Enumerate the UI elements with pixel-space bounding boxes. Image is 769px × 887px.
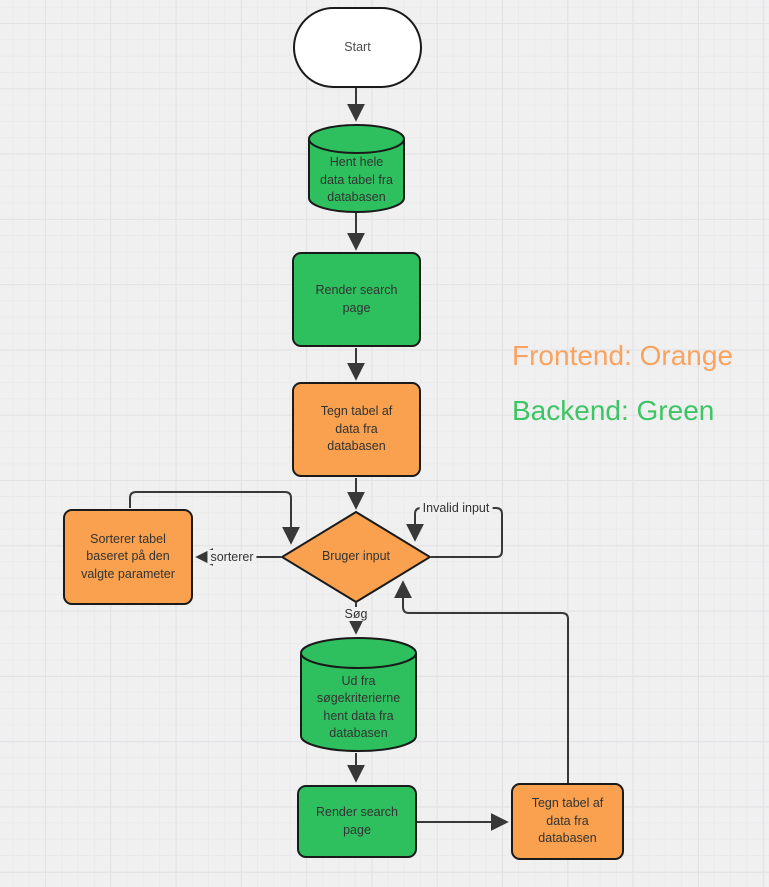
node-render-search-page-1[interactable]: Render search page bbox=[292, 252, 421, 347]
edge-label-soeg[interactable]: Søg bbox=[341, 607, 371, 621]
node-draw-table-2[interactable]: Tegn tabel af data fra databasen bbox=[511, 783, 624, 860]
node-db-fetch-all[interactable]: Hent hele data tabel fra databasen bbox=[308, 124, 405, 213]
node-sort-table-label: Sorterer tabel baseret på den valgte par… bbox=[81, 531, 175, 581]
edge-draw2-to-decision-loop[interactable] bbox=[394, 580, 569, 783]
database-cylinder-icon bbox=[300, 637, 417, 752]
decision-diamond-icon bbox=[281, 511, 431, 603]
edge-label-sorterer[interactable]: sorterer bbox=[207, 550, 257, 564]
node-db-fetch-search-label: Ud fra søgekriterierne hent data fra dat… bbox=[316, 673, 401, 741]
node-decision-bruger-input[interactable]: Bruger input bbox=[281, 511, 431, 603]
node-start[interactable]: Start bbox=[293, 7, 422, 88]
edge-sort-to-decision-loop[interactable] bbox=[129, 491, 300, 545]
node-decision-label: Bruger input bbox=[321, 549, 391, 564]
edge-label-invalid-input[interactable]: Invalid input bbox=[419, 501, 493, 515]
legend-frontend-text[interactable]: Frontend: Orange bbox=[512, 340, 734, 371]
node-draw-table-2-label: Tegn tabel af data fra databasen bbox=[531, 796, 604, 846]
node-draw-table-1-label: Tegn tabel af data fra databasen bbox=[320, 404, 393, 454]
node-start-label: Start bbox=[344, 39, 371, 54]
database-cylinder-icon bbox=[308, 124, 405, 213]
node-sort-table[interactable]: Sorterer tabel baseret på den valgte par… bbox=[63, 509, 193, 605]
node-render-search-page-1-label: Render search page bbox=[315, 283, 398, 315]
legend-backend-text[interactable]: Backend: Green bbox=[512, 395, 715, 426]
node-db-fetch-search[interactable]: Ud fra søgekriterierne hent data fra dat… bbox=[300, 637, 417, 752]
node-render-search-page-2-label: Render search page bbox=[316, 805, 398, 837]
node-db-fetch-all-label: Hent hele data tabel fra databasen bbox=[320, 155, 393, 205]
node-render-search-page-2[interactable]: Render search page bbox=[297, 785, 417, 858]
edge-decision-invalid-loop[interactable] bbox=[406, 507, 503, 558]
node-draw-table-1[interactable]: Tegn tabel af data fra databasen bbox=[292, 382, 421, 477]
